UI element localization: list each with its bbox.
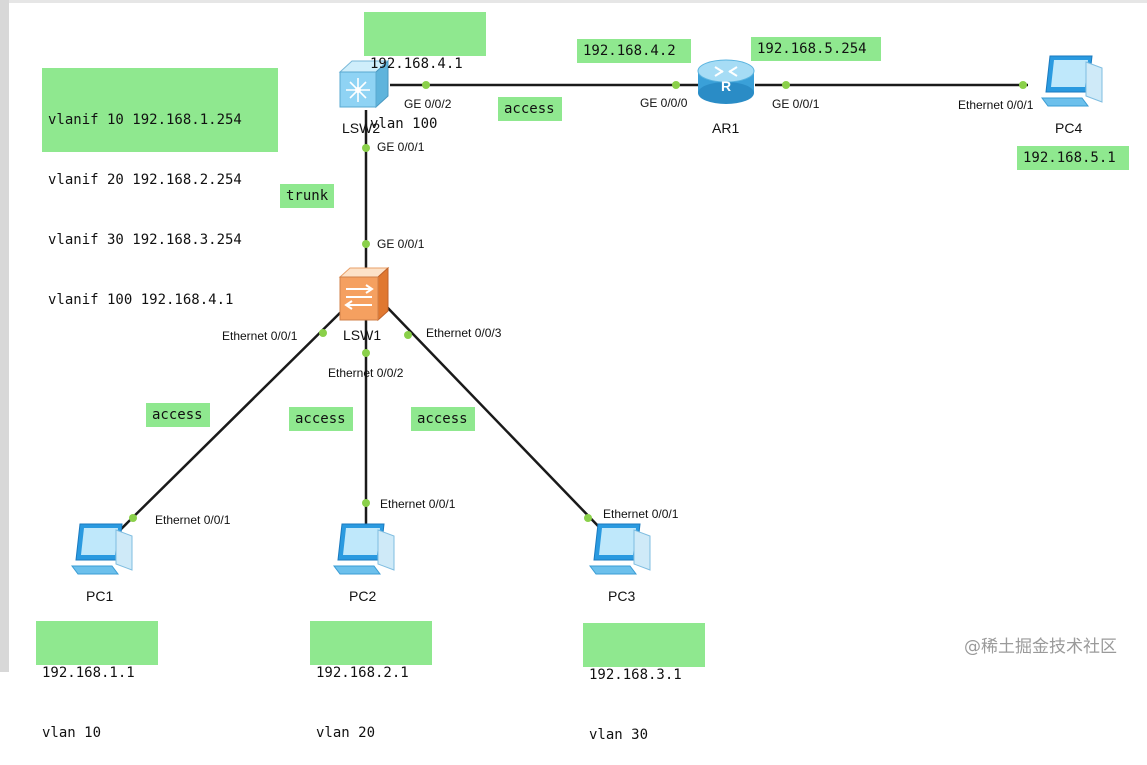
pc2[interactable] <box>328 520 398 582</box>
port-label-lsw1-eth001: Ethernet 0/0/1 <box>222 329 298 343</box>
link-label-lsw2-ar1: access <box>498 97 562 121</box>
port-dot-lsw1-eth003 <box>404 331 412 339</box>
pc-icon <box>71 523 133 575</box>
switch-lsw1[interactable] <box>336 265 394 323</box>
pc4-label: PC4 <box>1055 120 1083 136</box>
note-line: vlan 20 <box>316 725 376 741</box>
note-line: vlanif 10 192.168.1.254 <box>48 112 242 128</box>
lsw1-label: LSW1 <box>343 327 382 343</box>
pc-icon <box>1041 55 1103 107</box>
port-dot-lsw1-eth001 <box>319 329 327 337</box>
switch-icon <box>338 59 390 109</box>
port-dot-pc4-eth <box>1019 81 1027 89</box>
port-dot-pc3-eth <box>584 514 592 522</box>
port-dot-lsw1-eth002 <box>362 349 370 357</box>
port-label-pc4-eth: Ethernet 0/0/1 <box>958 98 1034 112</box>
window-left-edge <box>0 0 9 672</box>
switch-icon <box>338 266 390 322</box>
pc1[interactable] <box>66 520 136 582</box>
link-label-lsw1-pc1: access <box>146 403 210 427</box>
note-line: vlanif 20 192.168.2.254 <box>48 172 242 188</box>
note-line: vlan 100 <box>370 116 438 132</box>
pc3-label: PC3 <box>608 588 636 604</box>
port-label-lsw1-eth003: Ethernet 0/0/3 <box>426 326 502 340</box>
pc2-label: PC2 <box>349 588 377 604</box>
topology-links <box>112 81 1028 538</box>
note-pc3-address: 192.168.3.1 vlan 30 <box>583 623 705 743</box>
ar1-label: AR1 <box>712 120 740 136</box>
port-label-pc3-eth: Ethernet 0/0/1 <box>603 507 679 521</box>
note-line: 192.168.4.1 <box>370 56 463 72</box>
port-label-pc1-eth: Ethernet 0/0/1 <box>155 513 231 527</box>
pc4[interactable] <box>1036 52 1106 114</box>
port-label-lsw1-eth002: Ethernet 0/0/2 <box>328 366 404 380</box>
port-dot-ar1-ge000 <box>672 81 680 89</box>
router-ar1[interactable]: R <box>695 55 757 107</box>
port-label-lsw2-ge001: GE 0/0/1 <box>377 140 425 154</box>
link-label-lsw1-pc2: access <box>289 407 353 431</box>
port-dot-lsw1-ge001 <box>362 240 370 248</box>
pc3[interactable] <box>584 520 654 582</box>
link-lsw1-pc1 <box>112 304 349 538</box>
port-dot-lsw2-ge002 <box>422 81 430 89</box>
port-dot-pc2-eth <box>362 499 370 507</box>
port-label-lsw2-ge002: GE 0/0/2 <box>404 97 452 111</box>
port-label-pc2-eth: Ethernet 0/0/1 <box>380 497 456 511</box>
note-line: vlanif 30 192.168.3.254 <box>48 232 242 248</box>
note-line: vlanif 100 192.168.4.1 <box>48 292 234 308</box>
watermark: @稀土掘金技术社区 <box>964 637 1117 657</box>
note-ar1-right-address: 192.168.5.254 <box>751 37 881 61</box>
note-line: 192.168.3.1 <box>589 667 682 683</box>
note-pc2-address: 192.168.2.1 vlan 20 <box>310 621 432 741</box>
note-vlanif-list: vlanif 10 192.168.1.254 vlanif 20 192.16… <box>42 68 278 308</box>
link-label-lsw1-pc3: access <box>411 407 475 431</box>
note-line: 192.168.2.1 <box>316 665 409 681</box>
pc-icon <box>333 523 395 575</box>
note-line: vlan 30 <box>589 727 649 743</box>
link-label-lsw2-lsw1: trunk <box>280 184 334 208</box>
note-line: vlan 10 <box>42 725 102 741</box>
svg-text:R: R <box>721 78 731 94</box>
port-label-lsw1-ge001: GE 0/0/1 <box>377 237 425 251</box>
port-label-ar1-ge001: GE 0/0/1 <box>772 97 820 111</box>
note-pc1-address: 192.168.1.1 vlan 10 <box>36 621 158 741</box>
pc1-label: PC1 <box>86 588 114 604</box>
note-ar1-left-address: 192.168.4.2 <box>577 39 691 63</box>
port-dot-pc1-eth <box>129 514 137 522</box>
note-line: 192.168.1.1 <box>42 665 135 681</box>
switch-lsw2[interactable] <box>336 58 392 110</box>
router-icon: R <box>697 59 755 104</box>
pc-icon <box>589 523 651 575</box>
note-lsw2-address: 192.168.4.1 vlan 100 <box>364 12 486 132</box>
window-top-edge <box>0 0 1147 3</box>
note-pc4-address: 192.168.5.1 <box>1017 146 1129 170</box>
port-dot-lsw2-ge001 <box>362 144 370 152</box>
port-dot-ar1-ge001 <box>782 81 790 89</box>
link-lsw1-pc3 <box>384 304 601 529</box>
port-label-ar1-ge000: GE 0/0/0 <box>640 96 688 110</box>
lsw2-label: LSW2 <box>342 120 381 136</box>
